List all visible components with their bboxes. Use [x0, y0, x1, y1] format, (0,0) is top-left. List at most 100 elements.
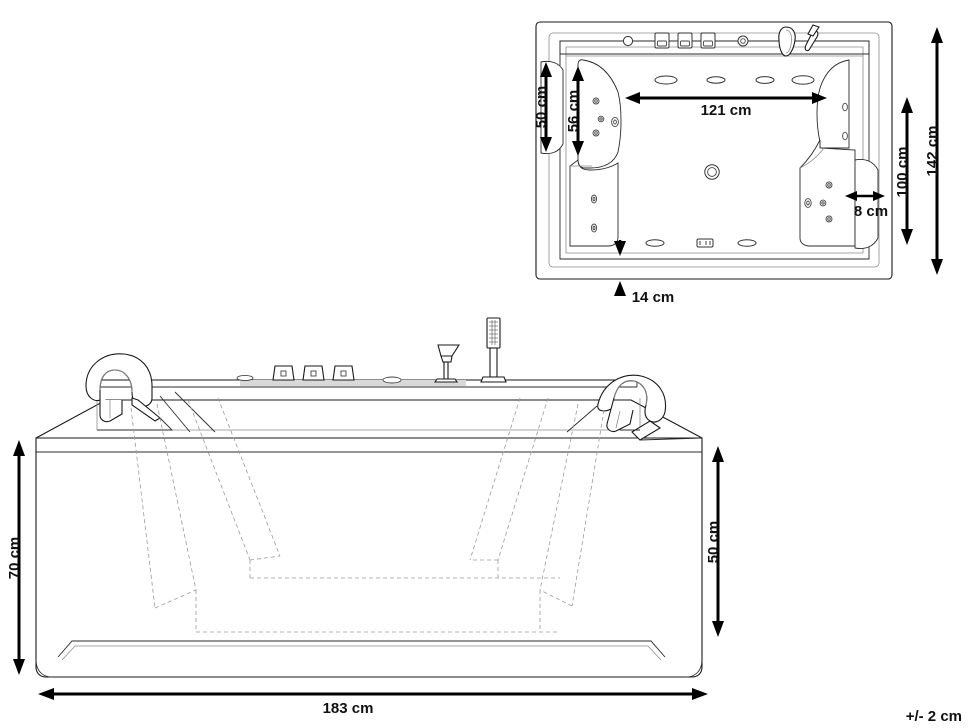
hidden-line-9	[571, 409, 605, 607]
seat-left-jet-4-core	[613, 119, 617, 125]
panel-indicator-light-icon	[622, 35, 634, 47]
dim-label-121cm: 121 cm	[701, 102, 752, 119]
dim-label-183cm: 183 cm	[323, 700, 374, 717]
front-button-2-face	[310, 370, 317, 377]
rim-jet-4	[791, 75, 815, 85]
dim-label-50cm-top: 50 cm	[533, 86, 550, 129]
seat-right-fold	[799, 147, 825, 169]
headrest-left-edge	[97, 417, 174, 431]
headrest-right-bracket-line	[615, 410, 621, 429]
dim-56cm: 56 cm	[565, 66, 584, 156]
hidden-line-3	[187, 399, 251, 561]
faucet-spout-front	[433, 344, 461, 383]
hidden-line-4	[217, 397, 281, 557]
panel-button-2-face	[680, 40, 690, 47]
headrest-left-mount	[131, 397, 161, 422]
back-right-jet-2	[842, 131, 848, 141]
faucet-neck	[440, 355, 453, 363]
dim-label-100cm: 100 cm	[894, 147, 911, 198]
top-view-shell-inner-edge	[565, 46, 864, 254]
seat-left-jet-3-core	[594, 131, 598, 135]
back-right-jet-1	[842, 102, 848, 112]
headrest-left-slope-1	[159, 395, 191, 433]
dim-121cm: 121 cm	[625, 92, 827, 119]
seat-right-jet-4-core	[806, 200, 810, 206]
hidden-line-11	[497, 397, 549, 561]
dim-label-14cm: 14 cm	[632, 289, 675, 306]
drain-inner-plan	[707, 167, 717, 177]
hidden-line-5	[154, 589, 197, 609]
apron-corner-left	[35, 659, 53, 678]
seat-left-jet-2-core	[599, 117, 603, 121]
faucet-head	[437, 344, 461, 357]
rim-jet-2	[706, 76, 726, 84]
hidden-line-10	[539, 403, 579, 591]
dim-14cm: 14 cm	[614, 240, 674, 306]
apron-corner-right	[685, 659, 703, 678]
dim-label-56cm: 56 cm	[565, 90, 582, 133]
dim-50cm-front: 50 cm	[705, 446, 724, 637]
dim-label-50cm-front: 50 cm	[705, 521, 722, 564]
seat-right-jets-group	[804, 181, 833, 223]
front-rail-oval-left	[236, 374, 254, 382]
headrest-left-inner-curve	[99, 369, 133, 393]
rim-jet-1	[654, 75, 678, 85]
front-view-dimensions: 70 cm 50 cm 183 cm +/- 2 cm	[6, 440, 962, 725]
hand-shower-front	[480, 317, 507, 383]
hidden-line-12	[469, 397, 521, 561]
hand-shower-base	[480, 376, 507, 383]
dim-50cm-top: 50 cm	[533, 62, 552, 152]
rim-jet-5	[645, 239, 665, 247]
rim-jet-3	[755, 76, 775, 84]
side-bolster-right	[854, 159, 879, 249]
front-view-apron	[35, 437, 703, 678]
front-control-buttons-group	[272, 365, 355, 381]
seat-left-jet-6-core	[592, 225, 596, 231]
hand-shower-head	[486, 317, 501, 349]
headrest-right	[566, 374, 703, 441]
headrest-right-mount	[631, 420, 662, 441]
top-view-control-deck	[559, 40, 870, 55]
dim-183cm: 183 cm	[38, 688, 708, 717]
headrest-right-inner-curve	[613, 380, 648, 406]
seat-right-back-jets-group	[842, 102, 848, 141]
apron-groove-outer	[57, 640, 666, 658]
panel-buttons-group	[654, 32, 716, 49]
front-rail-jet	[382, 376, 402, 384]
front-view-group	[35, 317, 703, 678]
front-hidden-lines-group	[130, 397, 605, 633]
front-button-1-face	[280, 370, 287, 377]
overflow-grill-lines	[699, 241, 711, 245]
seat-left-jet-5-core	[592, 196, 596, 202]
hidden-line-7	[249, 555, 281, 561]
seat-right-jet-3-core	[827, 217, 831, 221]
faucet-column	[443, 361, 449, 380]
hidden-line-2	[156, 403, 197, 591]
overflow-plate-plan	[696, 238, 714, 248]
bottom-rim-jets-group	[645, 238, 757, 248]
dim-100cm: 100 cm	[894, 97, 913, 245]
top-rim-jets-group	[654, 75, 815, 85]
hand-shower-handle-plan	[807, 24, 820, 37]
hidden-line-13	[539, 589, 573, 607]
dim-label-142cm: 142 cm	[924, 126, 941, 177]
seat-left-backrest	[577, 59, 622, 169]
headrest-right-bracket	[606, 408, 634, 433]
faucet-spout-plan-highlight	[785, 29, 792, 54]
seat-right-jet-1-core	[827, 183, 831, 187]
hand-shower-grill	[489, 320, 498, 345]
panel-knob-center	[740, 38, 746, 44]
tolerance-note: +/- 2 cm	[906, 708, 962, 725]
seat-right-base	[799, 139, 856, 247]
headrest-left-bracket	[99, 400, 123, 423]
rim-jet-6	[737, 239, 757, 247]
panel-button-1-face	[657, 40, 667, 47]
apron-groove-inner	[61, 645, 662, 661]
dim-142cm: 142 cm	[924, 27, 943, 275]
dim-70cm: 70 cm	[6, 440, 25, 675]
faucet-base	[433, 378, 459, 383]
headrest-left-slope-2	[174, 391, 216, 433]
front-deck-slope	[35, 399, 703, 439]
